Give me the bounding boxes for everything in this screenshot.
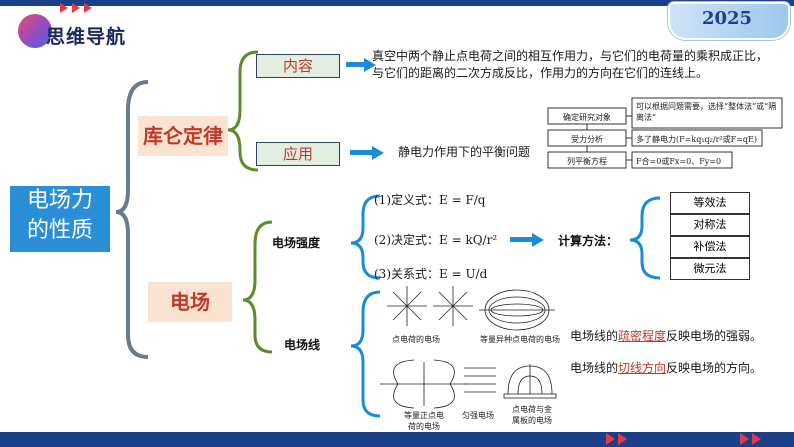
chevron-icon [84, 3, 92, 13]
year-badge [668, 2, 790, 40]
field-strength-label: 电场强度 [272, 236, 321, 250]
coulomb-law-node: 库仑定律 [138, 116, 228, 156]
density-prefix: 电场线的 [570, 329, 619, 343]
electric-field-node: 电场 [148, 282, 232, 322]
arrow-right-icon [372, 146, 384, 160]
root-node: 电场力 的性质 [10, 186, 110, 252]
top-bar [0, 0, 794, 6]
tangent-statement: 电场线的切线方向反映电场的方向。 [570, 360, 762, 377]
arrow-right-icon [364, 58, 376, 72]
field-lines-label: 电场线 [284, 338, 321, 352]
root-label-line1: 电场力 [26, 188, 93, 213]
title-decoration-icon [18, 14, 52, 48]
step-2-note: 多了静电力(F=kq₁q₂/r²或F=qE) [636, 135, 757, 144]
method-infinitesimal: 微元法 [670, 258, 750, 280]
formula-point-charge: (2)决定式：E = kQ/r² [374, 233, 498, 247]
caption-opposite-charges: 等量异种点电荷的电场 [480, 335, 560, 344]
density-key: 疏密程度 [618, 329, 667, 343]
bottom-bar [0, 432, 794, 447]
root-label-line2: 的性质 [26, 218, 93, 243]
method-symmetry: 对称法 [670, 214, 750, 236]
arrow-right-icon [532, 233, 544, 247]
content-node: 内容 [256, 54, 340, 78]
formula-definition: (1)定义式：E = F/q [374, 193, 486, 207]
chevron-icon [618, 433, 627, 445]
application-text: 静电力作用下的平衡问题 [398, 145, 531, 159]
chevron-icon [740, 433, 749, 445]
arrow-line [510, 237, 534, 242]
step-3: 列平衡方程 [567, 157, 607, 166]
caption-like-charges: 等量正点电荷的电场 [404, 411, 444, 431]
chevron-icon [752, 433, 761, 445]
step-1: 确定研究对象 [563, 113, 611, 122]
chevron-icon [60, 3, 68, 13]
step-3-note: F合=0或Fx=0、Fy=0 [636, 157, 722, 166]
step-2: 受力分析 [571, 135, 603, 144]
page-title: 思维导航 [46, 26, 127, 48]
content-text: 真空中两个静止点电荷之间的相互作用力，与它们的电荷量的乘积成正比，与它们的距离的… [372, 49, 769, 80]
method-compensation: 补偿法 [670, 236, 750, 258]
chevron-icon [72, 3, 80, 13]
method-label: 计算方法： [558, 234, 619, 248]
density-statement: 电场线的疏密程度反映电场的强弱。 [570, 328, 762, 345]
chevron-icon [606, 433, 615, 445]
tangent-prefix: 电场线的 [570, 361, 619, 375]
application-node: 应用 [256, 142, 340, 166]
arrow-line [346, 62, 366, 67]
caption-point-charge: 点电荷的电场 [392, 335, 440, 344]
density-suffix: 反映电场的强弱。 [666, 329, 763, 343]
step-1-note: 可以根据问题需要，选择“整体法”或“隔离法” [636, 102, 777, 122]
caption-charge-plate: 点电荷与金属板的电场 [512, 405, 552, 425]
tangent-suffix: 反映电场的方向。 [666, 361, 763, 375]
caption-uniform-field: 匀强电场 [462, 411, 494, 420]
method-equivalent: 等效法 [670, 192, 750, 214]
year-label: 2025 [701, 8, 753, 29]
arrow-line [350, 150, 374, 155]
formula-relation: (3)关系式：E = U/d [374, 267, 488, 281]
tangent-key: 切线方向 [618, 361, 667, 375]
